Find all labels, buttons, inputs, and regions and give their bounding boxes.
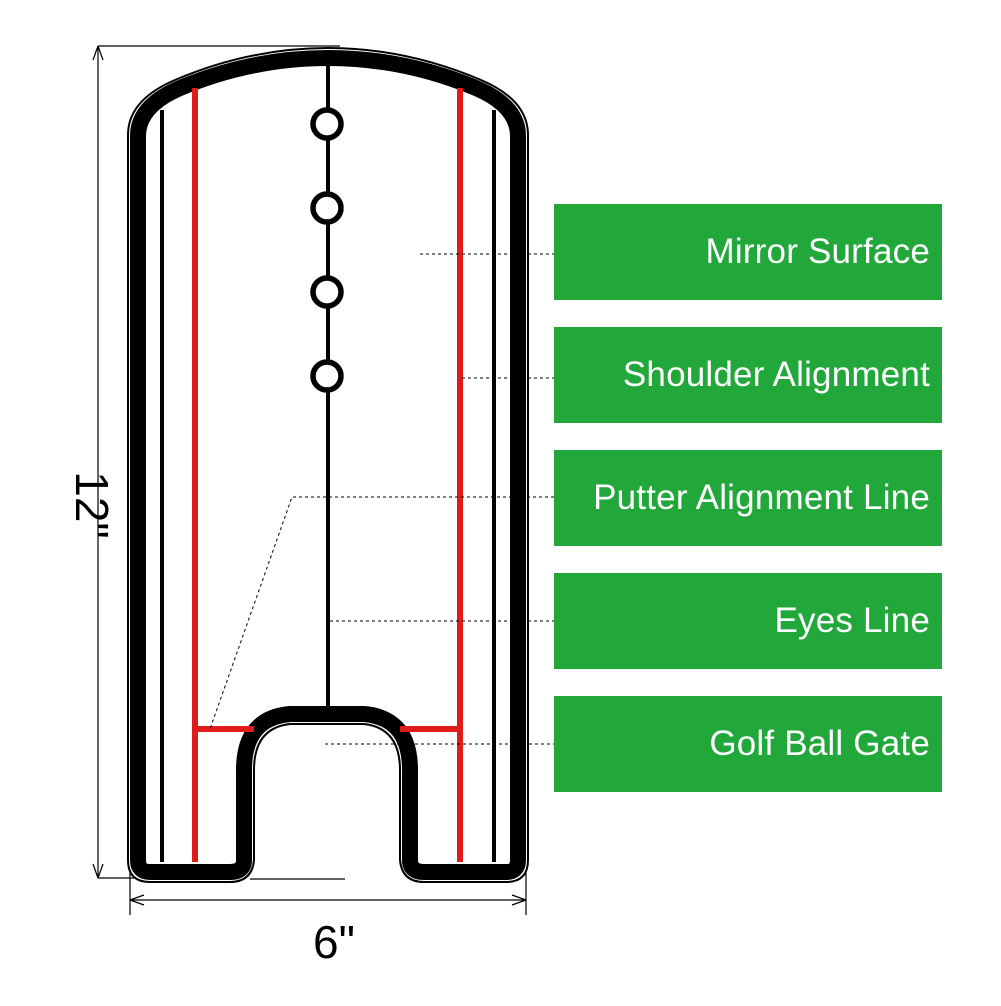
width-arrow-left: [129, 894, 145, 906]
shoulder-alignment-lines: [192, 88, 463, 862]
label-eyes-line: Eyes Line: [554, 573, 942, 669]
label-mirror-surface: Mirror Surface: [554, 204, 942, 300]
label-putter-alignment-line-text: Putter Alignment Line: [593, 478, 930, 517]
leader-putter-alignment: [209, 496, 554, 730]
height-dimension-label: 12": [66, 471, 118, 539]
mirror-outline-inner: [130, 49, 526, 880]
label-shoulder-alignment-text: Shoulder Alignment: [622, 355, 930, 394]
eyes-line-dots: [310, 107, 344, 393]
label-golf-ball-gate-text: Golf Ball Gate: [709, 724, 930, 763]
label-golf-ball-gate: Golf Ball Gate: [554, 696, 942, 792]
label-shoulder-alignment: Shoulder Alignment: [554, 327, 942, 423]
height-arrow-bottom: [92, 863, 104, 879]
height-arrow-top: [92, 45, 104, 61]
label-mirror-surface-text: Mirror Surface: [705, 232, 930, 271]
height-dimension: [92, 45, 340, 879]
alignment-dot: [310, 275, 344, 309]
alignment-dot: [310, 359, 344, 393]
label-eyes-line-text: Eyes Line: [774, 601, 930, 640]
alignment-dot: [310, 107, 344, 141]
label-putter-alignment-line: Putter Alignment Line: [554, 450, 942, 546]
width-dimension-label: 6": [313, 916, 355, 968]
width-arrow-right: [511, 894, 527, 906]
alignment-dot: [310, 191, 344, 225]
